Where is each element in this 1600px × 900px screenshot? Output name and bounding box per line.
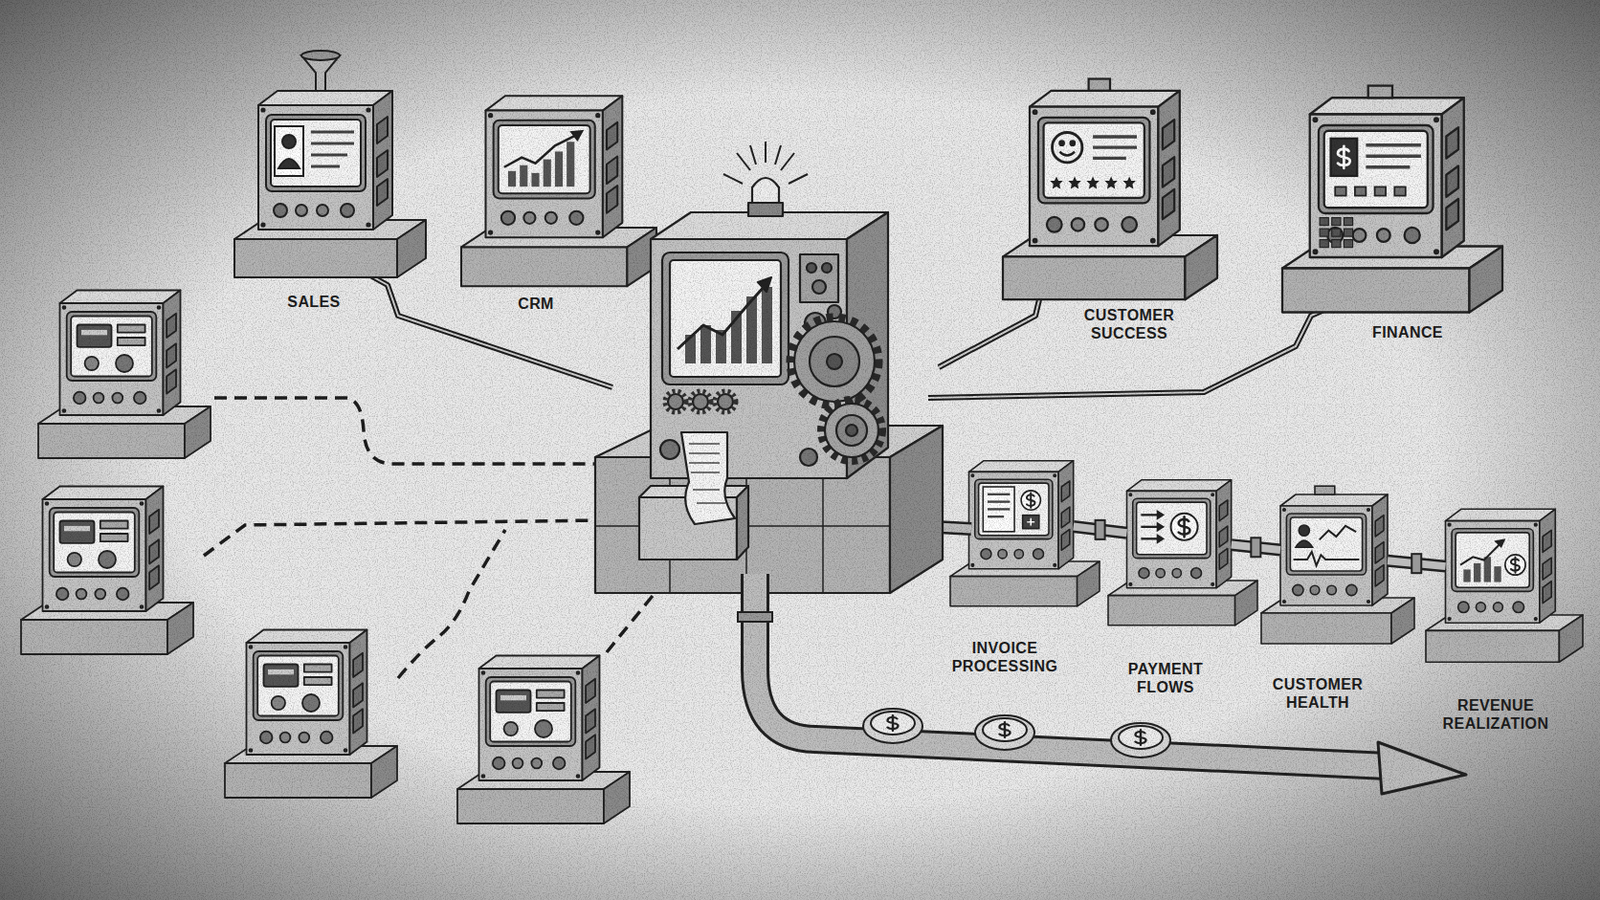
pipe-connector [1073,520,1128,540]
machine-node: CUSTOMER SUCCESS [1029,90,1180,246]
machine-label: REVENUE REALIZATION [1430,696,1561,734]
pipe-connector [1231,537,1281,557]
machine-node: CRM [486,95,623,238]
machine-label: CUSTOMER HEALTH [1260,675,1376,712]
machine-node: SALES [258,90,393,230]
machine-node: REVENUE REALIZATION [1445,509,1556,623]
machine-label: CUSTOMER SUCCESS [1062,306,1197,343]
machine-label: SALES [256,292,372,312]
machine-label: CRM [488,294,584,313]
machine-label: INVOICE PROCESSING [942,639,1067,676]
machine-node: CUSTOMER HEALTH [1280,494,1388,606]
pipe-collar [1250,537,1261,557]
pipe-collar [1095,520,1106,540]
pipe-collar [1411,554,1422,574]
machine-label: PAYMENT FLOWS [1112,660,1219,697]
machine-node: INVOICE PROCESSING [969,461,1074,570]
machine-node: PAYMENT FLOWS [1127,480,1232,589]
machine-node: FINANCE [1310,97,1465,258]
pipe-connector [1387,554,1446,574]
machine-label: FINANCE [1350,323,1466,342]
